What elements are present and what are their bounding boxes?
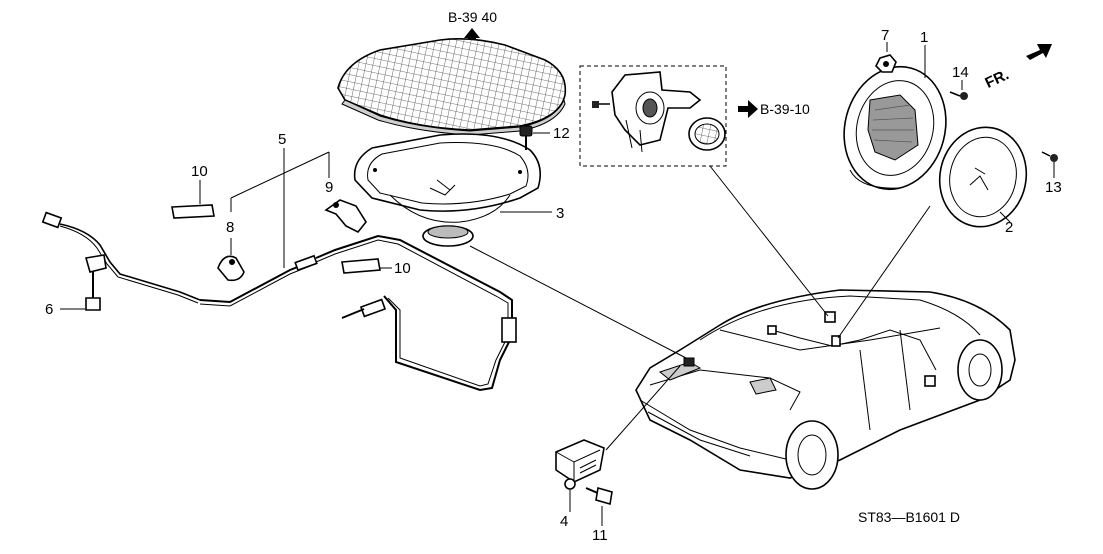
callout-5: 5	[278, 131, 286, 148]
nut-7-icon	[875, 54, 897, 73]
bolt-6-icon	[85, 272, 101, 311]
callout-6: 6	[45, 301, 53, 318]
pad-10a-icon	[171, 204, 215, 219]
tweeter-icon	[688, 117, 726, 151]
detail-box	[579, 65, 727, 167]
diagram-code: ST83—B1601 D	[858, 509, 960, 525]
clip-8-icon	[217, 255, 245, 282]
clip-9-icon	[324, 199, 367, 234]
antenna-harness	[41, 211, 517, 392]
callout-11: 11	[592, 527, 608, 544]
screw-12-icon	[519, 125, 533, 150]
rear-speaker-oval	[353, 133, 541, 247]
ref-detail-arrow-icon	[738, 100, 758, 118]
front-speaker-bracket	[843, 65, 947, 191]
callout-12: 12	[553, 125, 570, 142]
ref-detail-label: B-39-10	[760, 101, 810, 117]
callout-10b: 10	[394, 260, 411, 277]
screw-14-icon	[949, 91, 968, 100]
front-direction-label: FR.	[983, 66, 1012, 92]
screw-13-icon	[1041, 151, 1058, 162]
callout-4: 4	[560, 513, 568, 530]
callout-14: 14	[952, 64, 969, 81]
callout-13: 13	[1045, 179, 1062, 196]
front-direction-arrow-icon	[1026, 44, 1052, 60]
bolt-11-icon	[585, 486, 613, 506]
front-speaker-cone	[938, 126, 1028, 228]
car-body	[635, 289, 1016, 490]
callout-1: 1	[920, 29, 928, 46]
callout-3: 3	[556, 205, 564, 222]
callout-7: 7	[881, 27, 889, 44]
callout-8: 8	[226, 219, 234, 236]
callout-9: 9	[325, 179, 333, 196]
speaker-grille	[337, 37, 567, 136]
ref-top-label: B-39 40	[448, 9, 497, 25]
detail-screw-icon	[592, 101, 610, 108]
pad-10b-icon	[341, 258, 381, 274]
amplifier-unit	[555, 439, 605, 490]
callout-2: 2	[1005, 219, 1013, 236]
callout-10a: 10	[191, 163, 208, 180]
